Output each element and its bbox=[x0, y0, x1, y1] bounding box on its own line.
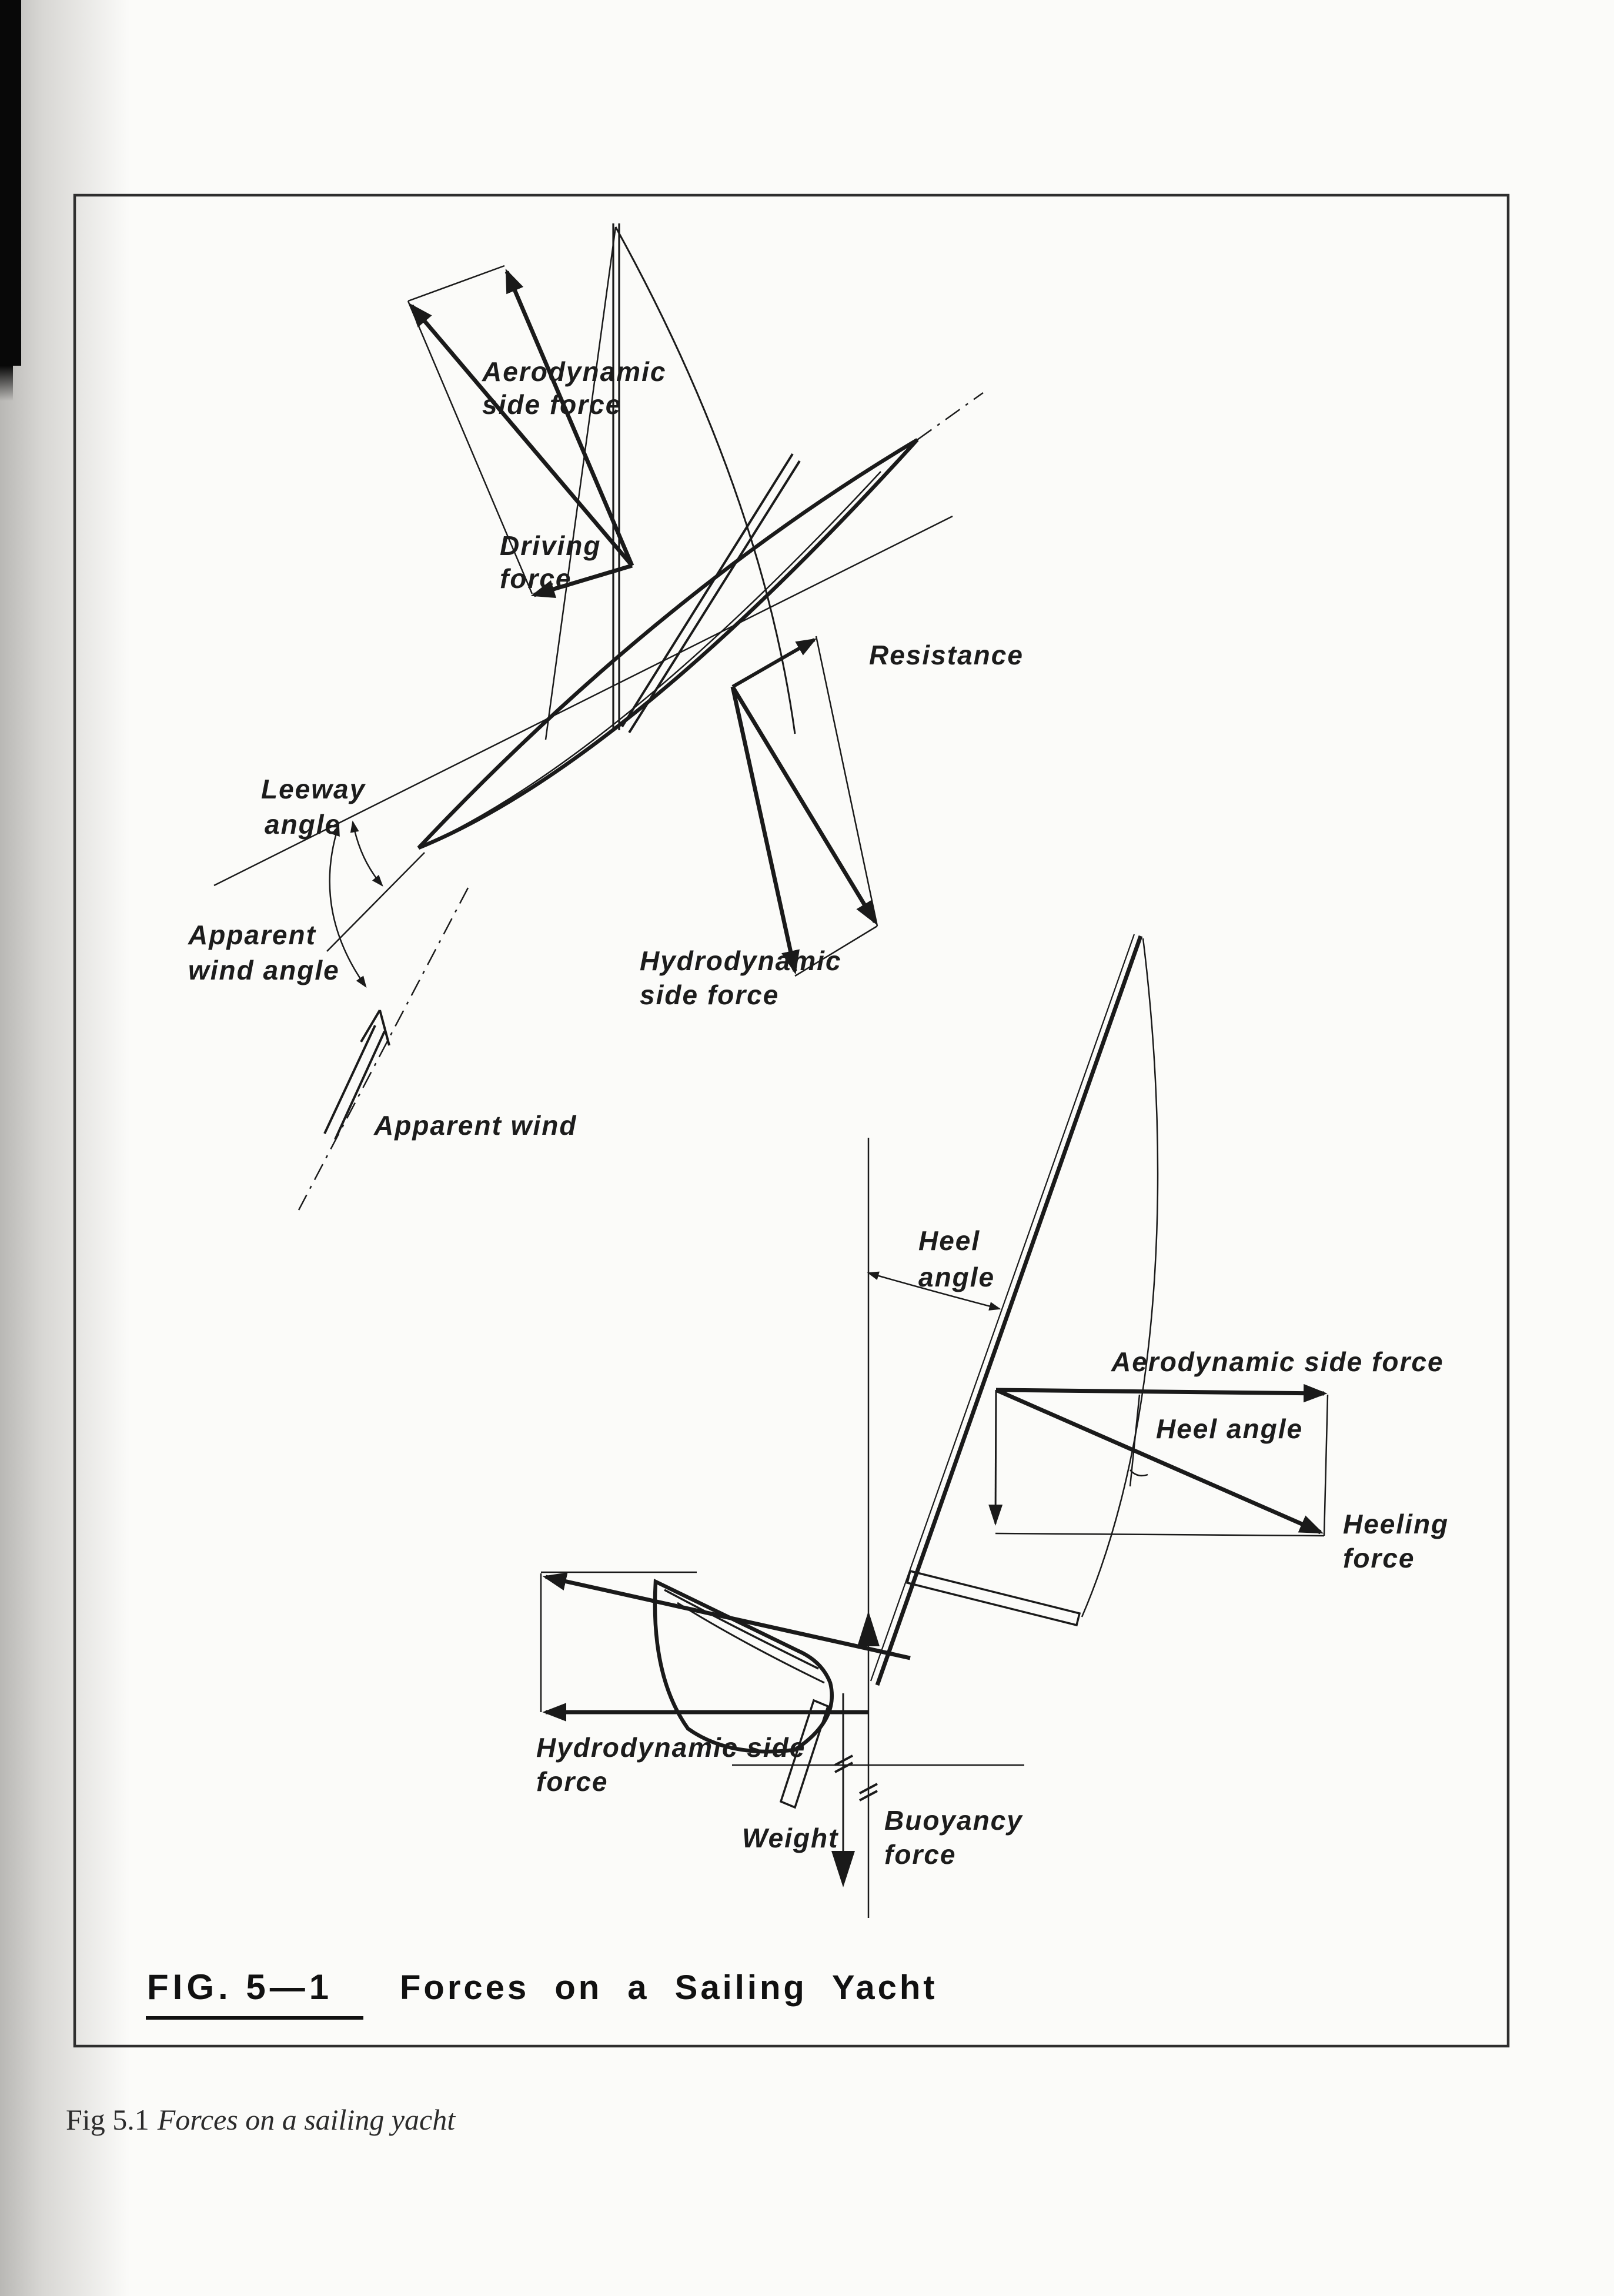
hydro-side-force-arrow bbox=[730, 686, 800, 975]
heading-line-aft bbox=[326, 852, 425, 952]
resistance-arrow bbox=[731, 638, 817, 689]
leeway-angle-label: Leeway bbox=[261, 774, 366, 804]
page-edge-shadow bbox=[0, 0, 153, 2296]
centerline-forward-dashdot bbox=[917, 392, 984, 441]
figure-border-frame bbox=[73, 193, 1510, 2048]
heel-angle-label: angle bbox=[918, 1262, 995, 1292]
keel-fin bbox=[779, 1699, 830, 1809]
buoyancy-force-label: force bbox=[884, 1839, 956, 1870]
parallelogram-edge bbox=[794, 925, 878, 977]
jib-leech-curve bbox=[614, 226, 796, 734]
heeling-force-arrow bbox=[995, 1388, 1324, 1535]
course-line bbox=[213, 515, 953, 887]
lower-diagram-labels: Heel angle Aerodynamic side force Heel a… bbox=[536, 1225, 1449, 1870]
weight-tick bbox=[834, 1762, 853, 1773]
heel-angle-vector-label: Heel angle bbox=[1156, 1413, 1303, 1444]
vertical-component-arrow bbox=[988, 1389, 1003, 1526]
hull-inner-sheer-line bbox=[447, 471, 881, 835]
total-hydro-force-arrow-lower bbox=[542, 1572, 911, 1660]
heeling-force-label: force bbox=[1343, 1543, 1415, 1573]
total-aero-force-arrow bbox=[409, 303, 634, 567]
resistance-label: Resistance bbox=[869, 640, 1024, 670]
heel-angle-tick bbox=[1130, 1469, 1148, 1476]
hull-cross-section bbox=[653, 1578, 834, 1754]
page-caption-number: Fig 5.1 bbox=[66, 2103, 149, 2136]
scan-edge-bar bbox=[0, 0, 21, 366]
upper-diagram-labels: Aerodynamic side force Driving force Res… bbox=[188, 356, 1024, 1141]
heel-angle-arc bbox=[867, 1271, 1001, 1311]
apparent-wind-angle-arc bbox=[329, 824, 367, 988]
apparent-wind-label: Apparent wind bbox=[373, 1110, 577, 1141]
hydro-side-force-label: side force bbox=[640, 980, 779, 1010]
mast-upper bbox=[612, 223, 620, 730]
apparent-wind-dashdot-line bbox=[298, 887, 469, 1211]
aero-side-force-arrow-lower bbox=[995, 1383, 1328, 1403]
weight-arrowhead bbox=[831, 1851, 855, 1887]
hydrodynamic-force-system bbox=[730, 636, 878, 977]
parallelogram-edge bbox=[1323, 1394, 1329, 1536]
weight-tick bbox=[834, 1754, 853, 1766]
scan-edge-bar-fade bbox=[0, 366, 13, 401]
upper-diagram-plan-view: Aerodynamic side force Driving force Res… bbox=[188, 223, 1024, 1211]
sail-leech-curve bbox=[1081, 938, 1159, 1617]
figure-number: FIG. 5—1 bbox=[147, 1967, 333, 2007]
driving-force-label: force bbox=[500, 563, 572, 594]
buoyancy-force bbox=[857, 1611, 880, 1802]
leeway-angle-arc bbox=[350, 820, 383, 887]
parallelogram-edge bbox=[815, 636, 878, 927]
lower-diagram-stern-view: Heel angle Aerodynamic side force Heel a… bbox=[536, 934, 1449, 1918]
page-caption-title: Forces on a sailing yacht bbox=[157, 2103, 456, 2136]
aero-side-force-label: side force bbox=[482, 389, 621, 420]
jib-luff-line bbox=[544, 226, 617, 740]
parallelogram-edge bbox=[995, 1532, 1325, 1537]
heel-angle-label: Heel bbox=[918, 1225, 980, 1256]
hydro-side-force-label-lower: Hydrodynamic side bbox=[536, 1732, 806, 1763]
vertical-drop-reference bbox=[1129, 1394, 1141, 1487]
heeling-force-system bbox=[988, 1383, 1329, 1537]
buoyancy-tick bbox=[859, 1790, 878, 1802]
total-hydro-force-arrow bbox=[731, 686, 877, 925]
weight-label: Weight bbox=[742, 1823, 838, 1853]
deck-inner-line-2 bbox=[677, 1602, 825, 1684]
buoyancy-tick bbox=[859, 1783, 878, 1794]
aerodynamic-force-system bbox=[407, 265, 634, 599]
driving-force-arrow bbox=[530, 563, 633, 599]
mast-front-edge-line bbox=[870, 934, 1135, 1682]
aero-side-force-label-lower: Aerodynamic side force bbox=[1111, 1346, 1444, 1377]
buoyancy-force-label: Buoyancy bbox=[884, 1805, 1023, 1836]
figure-caption: FIG. 5—1 Forces on a Sailing Yacht bbox=[146, 1967, 938, 2020]
figure-title: Forces on a Sailing Yacht bbox=[400, 1969, 938, 2007]
heeling-force-label: Heeling bbox=[1343, 1509, 1449, 1539]
weight-force bbox=[831, 1693, 855, 1887]
buoyancy-arrowhead bbox=[857, 1611, 880, 1646]
aero-side-force-arrow bbox=[504, 268, 634, 567]
mast-lower bbox=[875, 935, 1143, 1686]
apparent-wind-angle-label: wind angle bbox=[188, 955, 340, 985]
deck-inner-line bbox=[664, 1589, 819, 1670]
hydro-side-force-label: Hydrodynamic bbox=[640, 945, 842, 976]
apparent-wind-angle-label: Apparent bbox=[188, 920, 316, 950]
apparent-wind-arrow bbox=[323, 1009, 390, 1140]
main-boom bbox=[621, 453, 801, 734]
leeway-angle-label: angle bbox=[265, 809, 341, 840]
driving-force-label: Driving bbox=[500, 530, 601, 561]
aero-side-force-label: Aerodynamic bbox=[482, 356, 666, 387]
hydro-side-force-system-lower bbox=[540, 1571, 911, 1722]
parallelogram-edge bbox=[407, 300, 533, 594]
parallelogram-edge bbox=[407, 265, 505, 302]
hydro-side-force-label-lower: force bbox=[536, 1766, 608, 1797]
boom-lower bbox=[905, 1569, 1081, 1627]
